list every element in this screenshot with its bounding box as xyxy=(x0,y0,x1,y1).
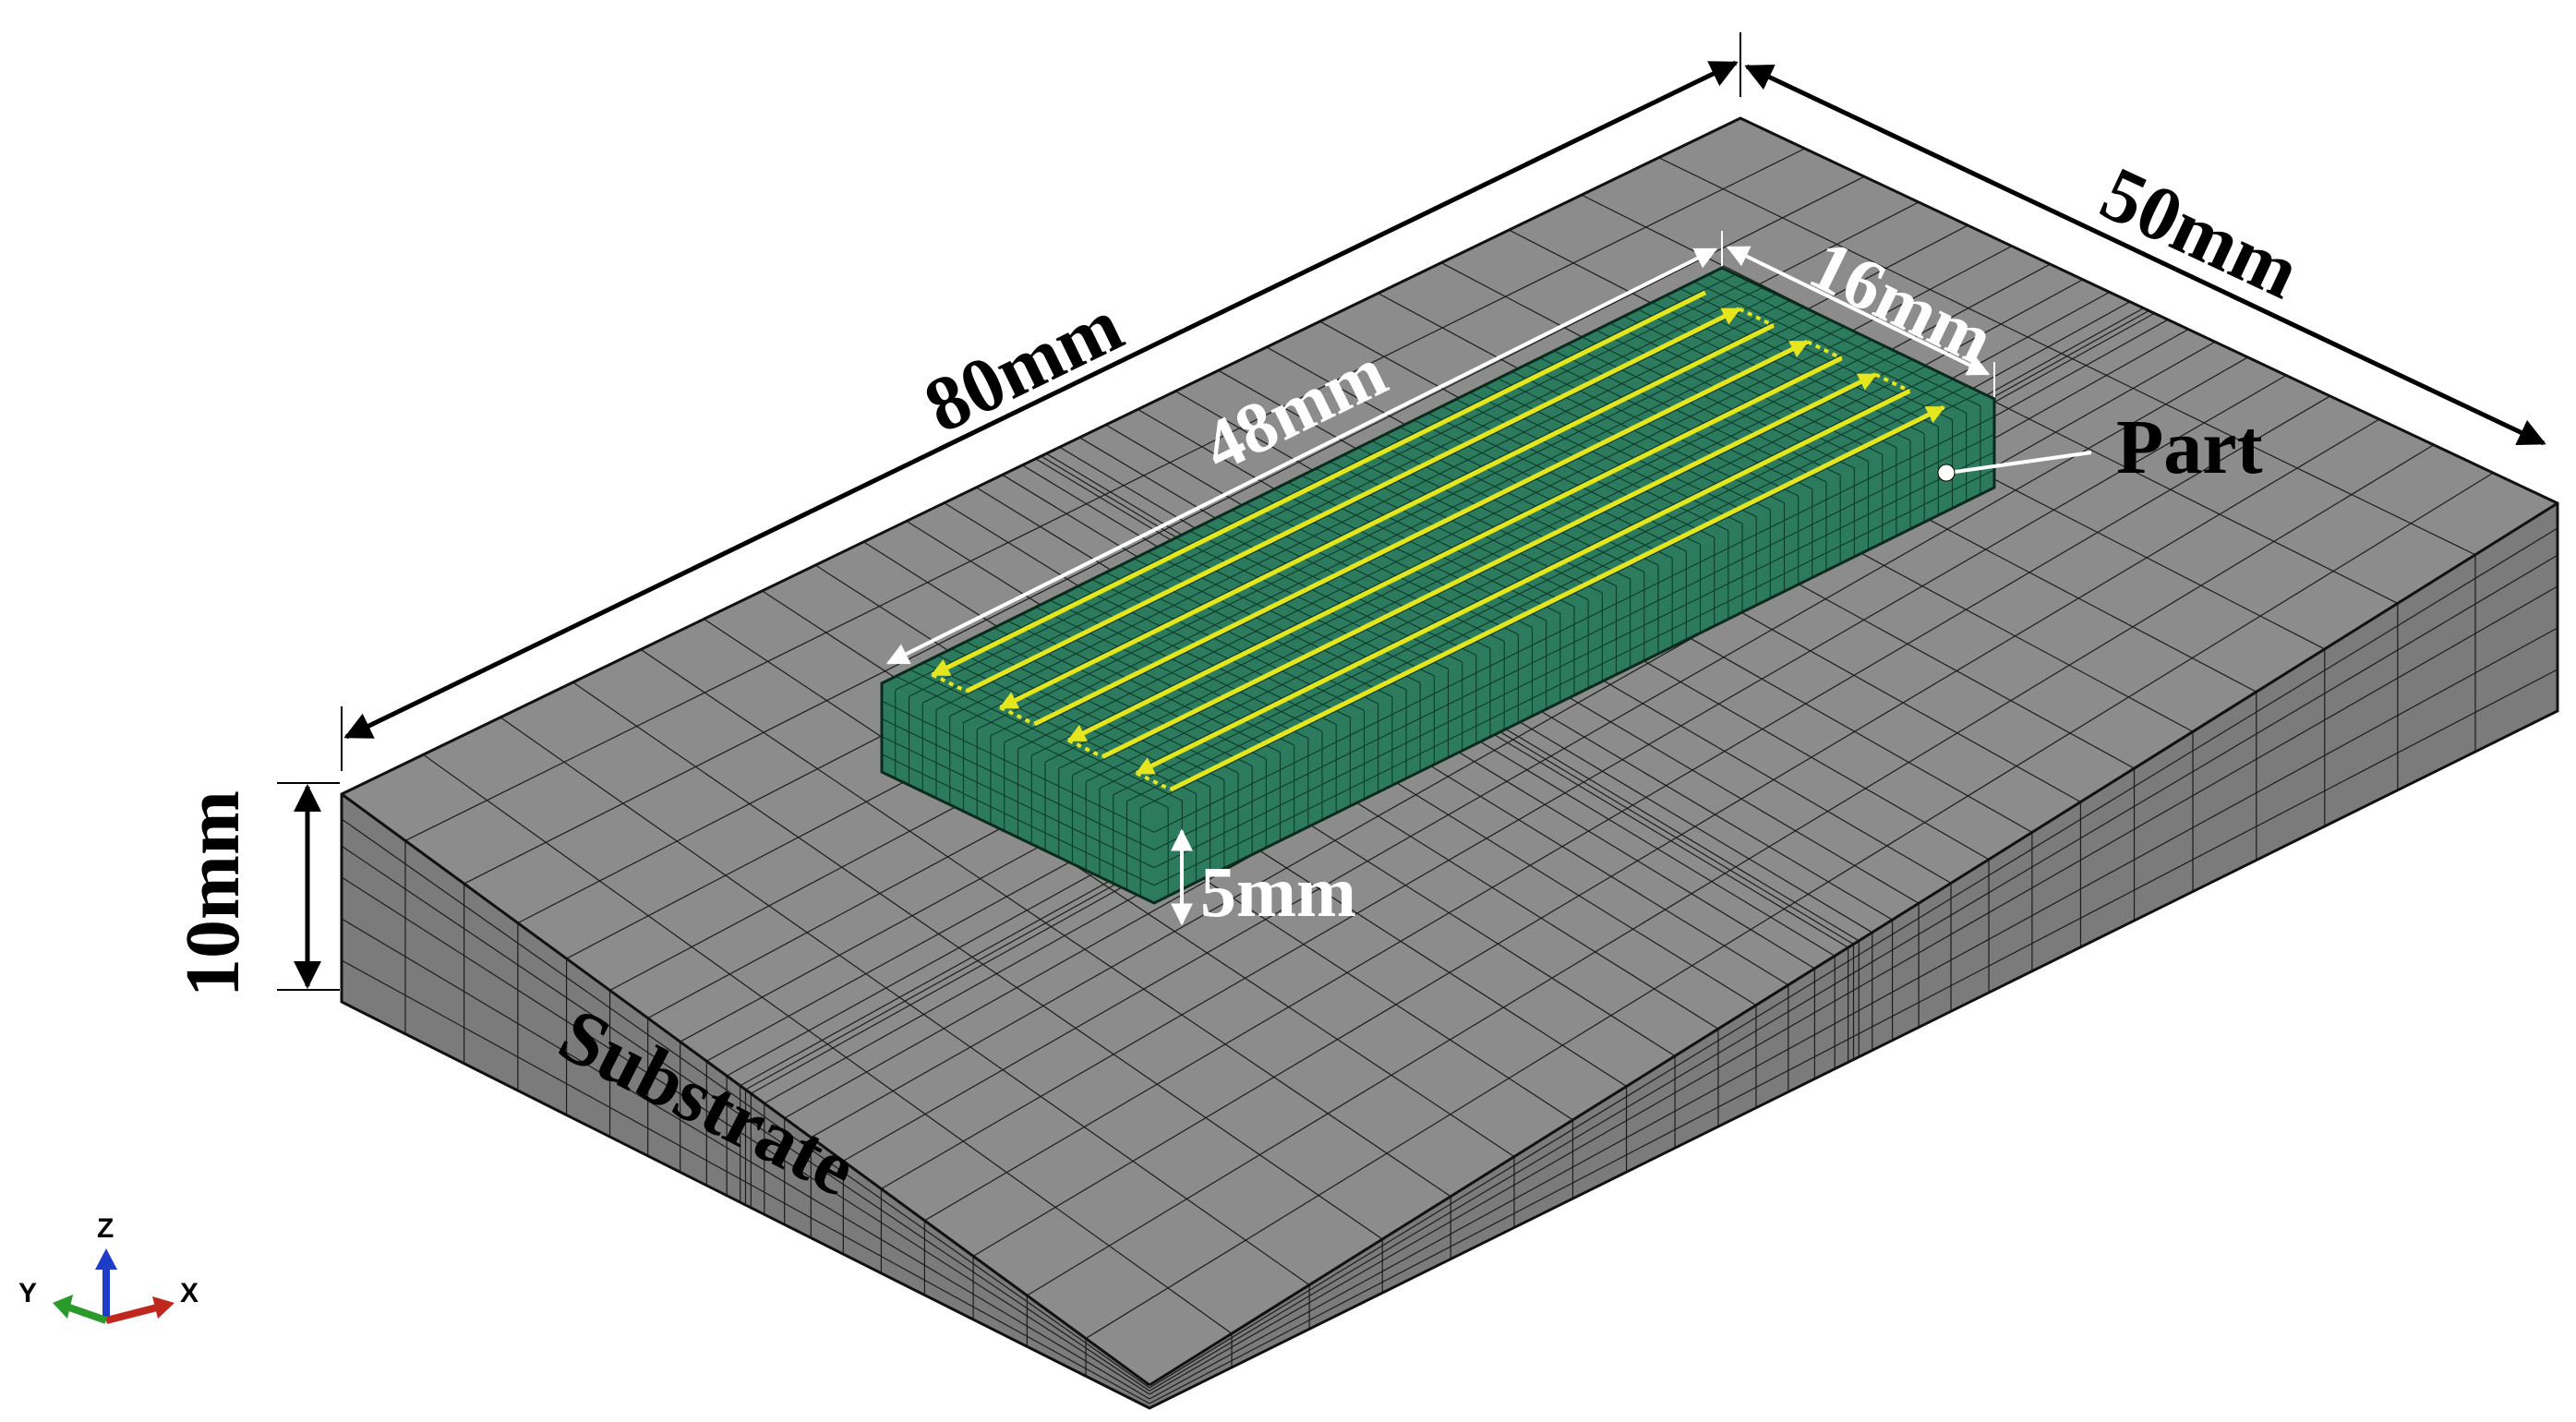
substrate-mesh-line xyxy=(341,818,1150,1389)
axis-x-head xyxy=(152,1296,175,1319)
axis-triad: Z X Y xyxy=(18,1213,199,1324)
substrate-mesh-line xyxy=(1027,444,2435,1296)
axis-z-label: Z xyxy=(97,1213,114,1244)
substrate-mesh-line xyxy=(843,356,2248,1162)
substrate-mesh-line xyxy=(972,418,2380,1257)
substrate-mesh-line xyxy=(1149,527,2558,1389)
label-80mm: 80mm xyxy=(912,282,1136,450)
substrate-mesh-line xyxy=(1149,627,2558,1400)
substrate-mesh-line xyxy=(1149,554,2558,1392)
substrate-mesh-line xyxy=(1149,669,2558,1404)
dimension-arrow-50mm xyxy=(1744,64,2546,446)
substrate-edge xyxy=(341,792,1150,1387)
part-mesh-line xyxy=(881,717,1155,850)
axis-x-label: X xyxy=(180,1278,199,1308)
substrate-mesh-line xyxy=(1149,585,2558,1395)
scan-hatch-link xyxy=(1136,771,1172,791)
dimension-arrow-48mm xyxy=(885,247,1718,665)
part-callout: Part xyxy=(1937,404,2263,490)
axis-y-arrow xyxy=(67,1304,108,1324)
dimension-10mm: 10mm xyxy=(170,782,340,997)
substrate-edge xyxy=(1149,501,2558,1387)
substrate-mesh-line xyxy=(881,375,2287,1189)
label-5mm: 5mm xyxy=(1200,851,1356,932)
part-mesh-line xyxy=(881,736,1155,869)
axis-y-label: Y xyxy=(18,1278,37,1308)
substrate-block xyxy=(340,116,2559,1410)
substrate-mesh-line xyxy=(924,395,2330,1222)
label-part: Part xyxy=(2116,404,2263,490)
substrate-mesh-line xyxy=(341,876,1150,1395)
axis-z-head xyxy=(95,1248,117,1270)
substrate-mesh-line xyxy=(1085,472,2494,1340)
substrate-outline xyxy=(340,116,2559,1410)
substrate-mesh-line xyxy=(341,845,1150,1392)
axis-y-head xyxy=(53,1295,73,1319)
label-10mm: 10mm xyxy=(170,790,256,997)
part-mesh-line xyxy=(881,753,1155,886)
substrate-mesh-line xyxy=(341,959,1150,1404)
dimension-arrow-16mm xyxy=(1726,246,1991,376)
axis-x-arrow xyxy=(105,1304,158,1324)
scan-hatch-link xyxy=(1067,739,1104,759)
label-50mm: 50mm xyxy=(2088,151,2312,316)
substrate-mesh-line xyxy=(341,918,1150,1400)
dimension-5mm: 5mm xyxy=(1171,828,1356,932)
